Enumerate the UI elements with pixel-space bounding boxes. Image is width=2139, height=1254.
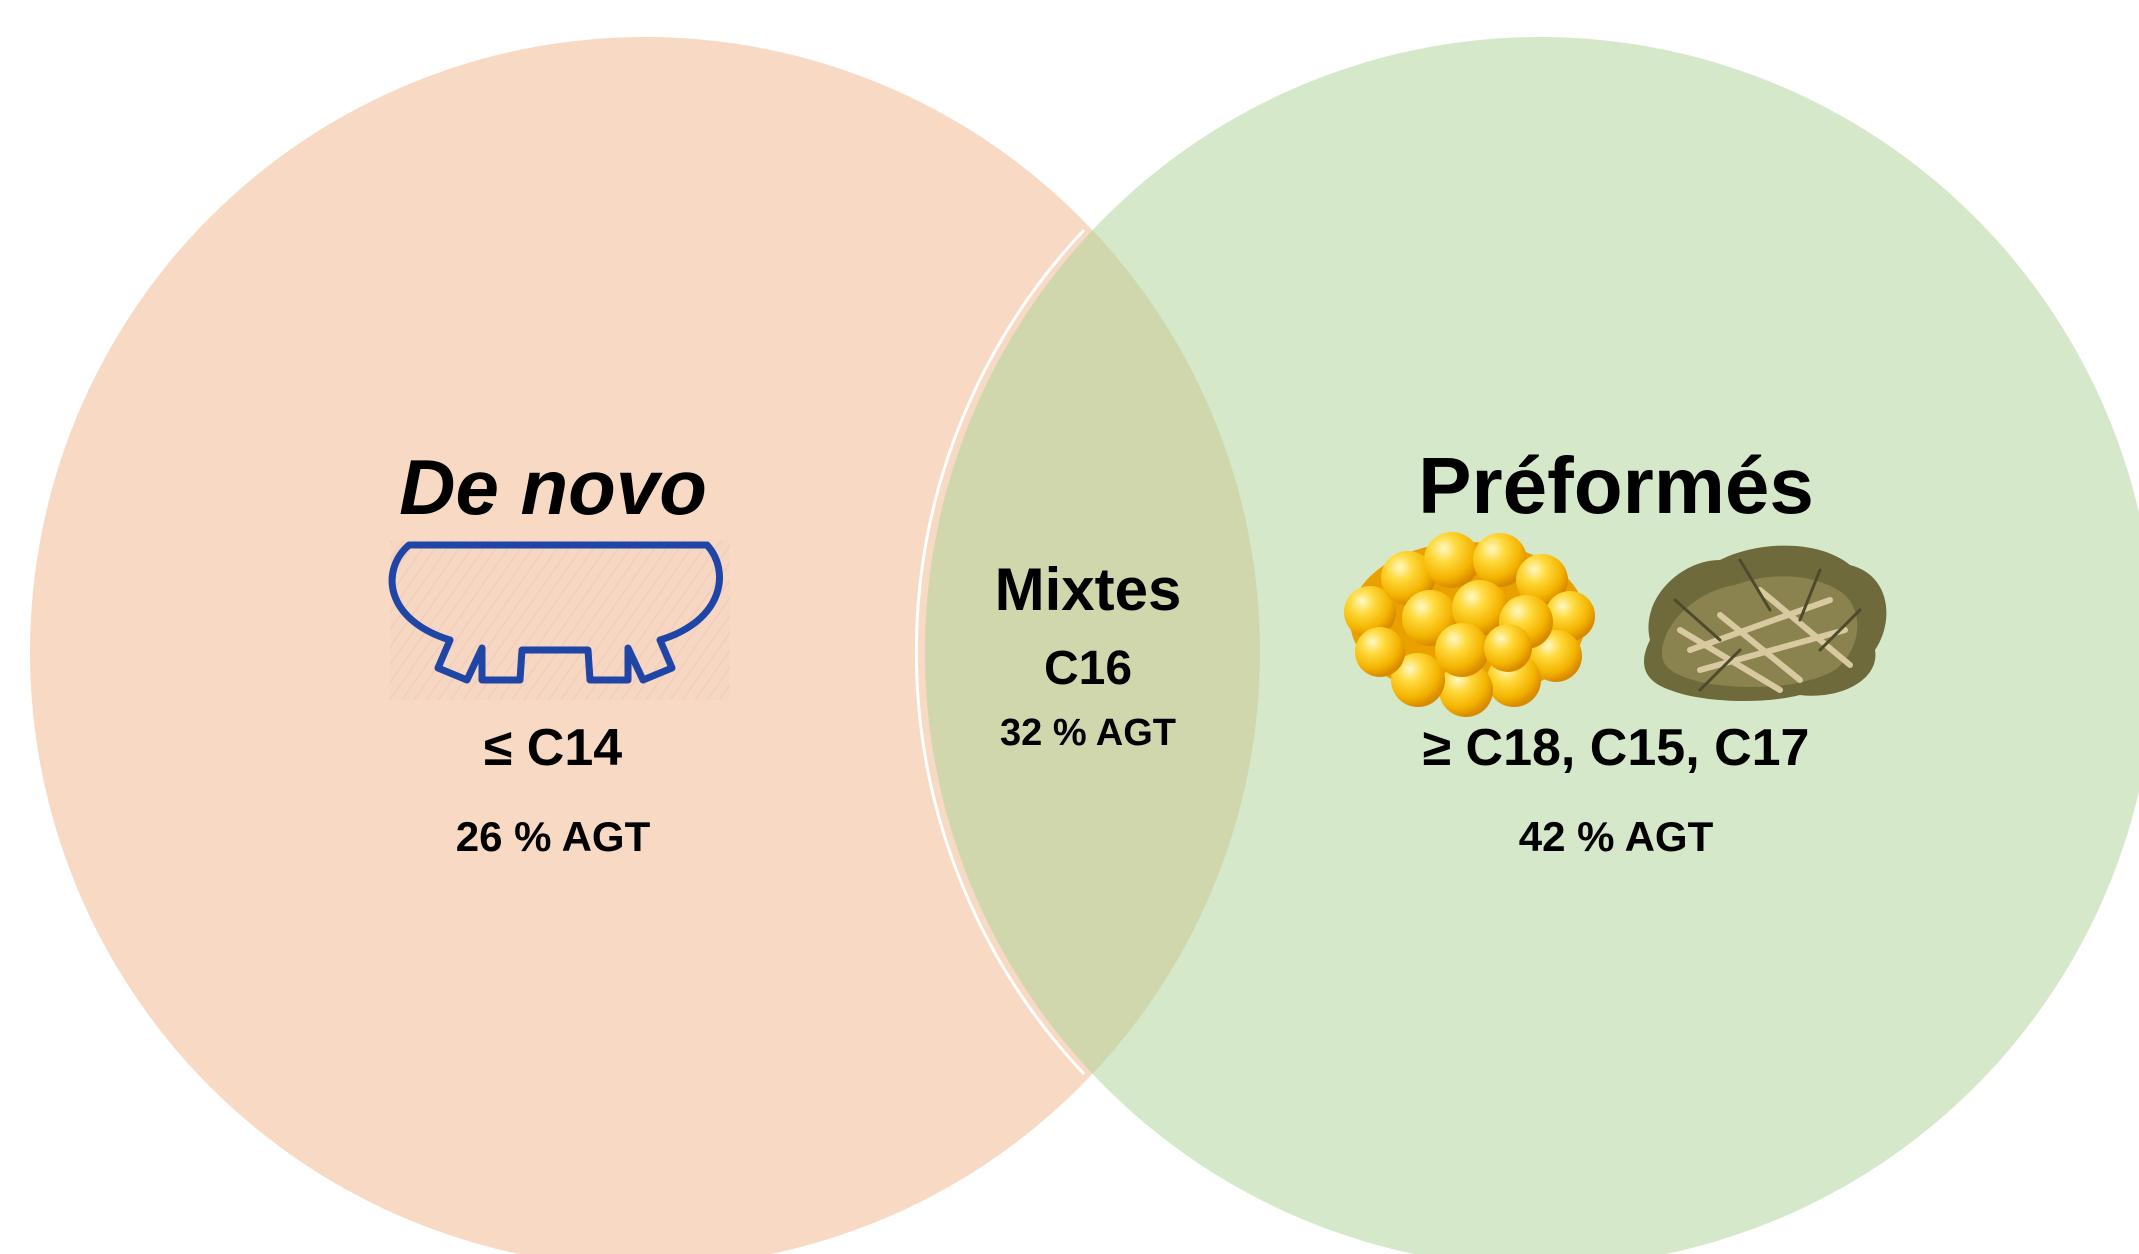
preformes-share: 42 % AGT bbox=[1518, 813, 1714, 860]
intersection-boundary bbox=[914, 228, 1086, 1076]
mixtes-title: Mixtes bbox=[994, 556, 1182, 623]
corn-kernels-icon bbox=[1344, 532, 1595, 717]
preformes-title: Préformés bbox=[1418, 441, 1814, 530]
hay-forage-icon bbox=[1644, 545, 1887, 702]
de-novo-title: De novo bbox=[399, 443, 707, 531]
mixtes-share: 32 % AGT bbox=[1000, 712, 1176, 754]
udder-icon bbox=[388, 540, 730, 700]
mixtes-chain-length: C16 bbox=[1043, 642, 1133, 695]
preformes-chain-length: ≥ C18, C15, C17 bbox=[1422, 719, 1810, 777]
de-novo-chain-length: ≤ C14 bbox=[483, 719, 623, 777]
de-novo-share: 26 % AGT bbox=[455, 813, 651, 860]
